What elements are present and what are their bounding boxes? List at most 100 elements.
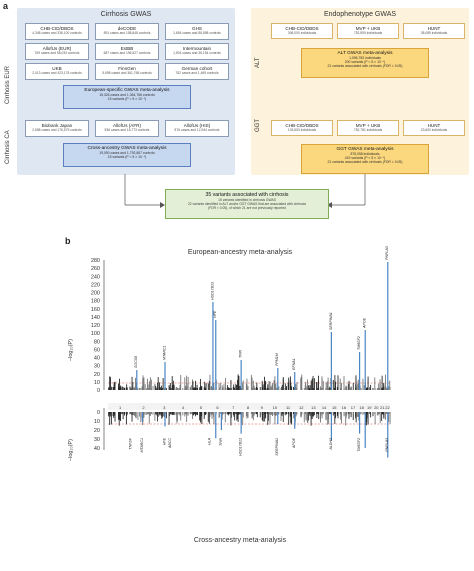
manhattan-point-bottom	[146, 412, 148, 415]
manhattan-point-top	[174, 384, 175, 390]
manhattan-point-bottom	[156, 412, 158, 415]
manhattan-point-top	[278, 386, 280, 390]
manhattan-point-top	[242, 380, 244, 390]
manhattan-point-top	[343, 387, 345, 390]
chromosome-label: 6	[216, 405, 219, 410]
manhattan-point-top	[203, 387, 205, 390]
meta-eur-box: European-specific GWAS meta-analysis 15,…	[63, 85, 191, 109]
panel-b-label: b	[65, 236, 71, 246]
manhattan-point-top	[346, 386, 348, 390]
gene-label-bottom: MTARC1	[140, 438, 144, 453]
chromosome-label: 15	[332, 405, 337, 410]
manhattan-point-top	[264, 381, 266, 390]
chromosome-label: 2	[142, 405, 145, 410]
manhattan-point-bottom	[343, 412, 345, 416]
manhattan-point-bottom	[304, 412, 306, 415]
manhattan-point-bottom	[213, 412, 215, 424]
endophenotype-gwas-title: Endophenotype GWAS	[323, 11, 397, 18]
manhattan-point-top	[211, 387, 213, 390]
manhattan-point-bottom	[236, 412, 238, 415]
manhattan-point-bottom	[341, 412, 342, 424]
gene-label-bottom: TNFSF	[129, 437, 133, 449]
manhattan-point-bottom	[233, 412, 235, 417]
highlight-peak-top	[294, 372, 296, 390]
manhattan-point-top	[186, 383, 188, 390]
manhattan-point-bottom	[157, 412, 159, 417]
manhattan-point-top	[152, 385, 154, 390]
manhattan-point-top	[334, 375, 336, 390]
manhattan-point-top	[124, 387, 126, 390]
manhattan-point-top	[343, 376, 345, 390]
manhattan-point-bottom	[148, 412, 150, 424]
manhattan-point-bottom	[332, 412, 334, 416]
manhattan-point-bottom	[287, 412, 289, 415]
manhattan-point-top	[159, 382, 161, 390]
manhattan-point-bottom	[295, 412, 297, 417]
manhattan-point-bottom	[209, 412, 211, 415]
manhattan-point-bottom	[296, 412, 298, 415]
highlight-peak-bottom	[364, 412, 366, 448]
manhattan-point-bottom	[267, 412, 269, 421]
y-tick-label: 120	[91, 323, 100, 329]
manhattan-point-top	[265, 387, 266, 390]
manhattan-point-bottom	[234, 412, 236, 421]
manhattan-point-bottom	[386, 412, 388, 415]
manhattan-point-bottom	[225, 412, 227, 415]
manhattan-point-bottom	[366, 412, 368, 423]
manhattan-point-bottom	[261, 412, 263, 415]
manhattan-point-top	[149, 377, 151, 390]
y-tick-label: 80	[94, 339, 100, 345]
manhattan-point-top	[169, 383, 171, 390]
manhattan-point-top	[199, 387, 201, 390]
manhattan-point-bottom	[326, 412, 328, 415]
manhattan-point-bottom	[369, 412, 371, 415]
manhattan-point-top	[336, 387, 338, 390]
manhattan-point-top	[355, 387, 357, 390]
highlight-peak-top	[387, 262, 389, 390]
manhattan-point-top	[193, 387, 195, 390]
manhattan-point-top	[180, 374, 182, 390]
manhattan-point-bottom	[245, 412, 247, 417]
manhattan-point-bottom	[379, 412, 381, 424]
manhattan-point-bottom	[118, 412, 119, 418]
manhattan-point-bottom	[196, 412, 198, 415]
gene-label-top: HFE	[213, 310, 217, 318]
manhattan-point-bottom	[374, 412, 376, 424]
highlight-peak-top	[330, 332, 332, 390]
manhattan-point-bottom	[113, 412, 115, 415]
manhattan-point-bottom	[123, 412, 125, 415]
manhattan-point-top	[113, 382, 115, 390]
manhattan-point-top	[182, 387, 184, 390]
manhattan-point-top	[307, 385, 309, 390]
manhattan-point-bottom	[133, 412, 135, 416]
manhattan-point-bottom	[300, 412, 302, 418]
manhattan-point-bottom	[290, 412, 292, 424]
manhattan-point-bottom	[250, 412, 252, 414]
manhattan-point-bottom	[325, 412, 327, 421]
manhattan-point-bottom	[259, 412, 261, 418]
manhattan-point-bottom	[192, 412, 194, 415]
manhattan-point-bottom	[148, 412, 150, 415]
manhattan-point-top	[366, 387, 368, 390]
manhattan-point-bottom	[268, 412, 270, 415]
manhattan-point-bottom	[193, 412, 195, 416]
chromosome-strip	[108, 403, 390, 410]
manhattan-point-bottom	[200, 412, 202, 416]
manhattan-point-top	[133, 387, 135, 390]
highlight-peak-top	[215, 320, 217, 390]
highlight-peak-bottom	[294, 412, 296, 429]
manhattan-point-bottom	[239, 412, 241, 415]
manhattan-point-bottom	[265, 412, 267, 418]
manhattan-point-bottom	[134, 412, 136, 415]
manhattan-point-bottom	[288, 412, 290, 425]
manhattan-point-top	[186, 375, 188, 390]
manhattan-point-top	[246, 387, 248, 390]
manhattan-point-bottom	[282, 412, 284, 422]
gene-label-bottom: PNPLA3	[385, 438, 389, 452]
manhattan-point-top	[114, 381, 116, 390]
manhattan-point-bottom	[295, 412, 297, 415]
